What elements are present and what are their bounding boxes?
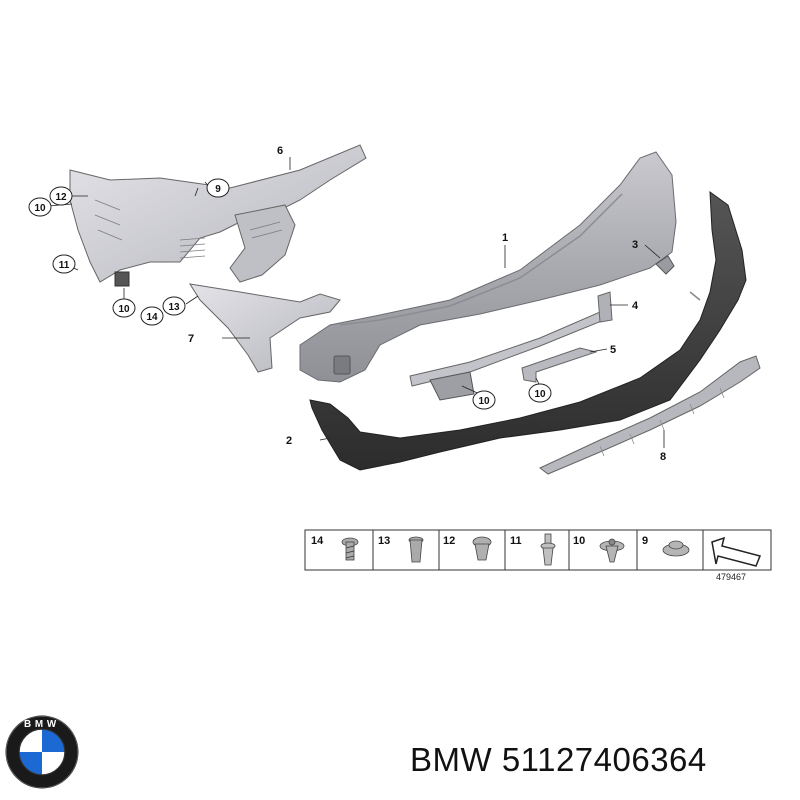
callout-1: 1 [502,232,508,244]
callout-11: 11 [59,260,70,271]
logo-text: BMW [24,719,60,730]
part-2-lower-cover [309,190,747,471]
part-3-cap [655,255,675,275]
legend-label-12: 12 [443,535,455,547]
callout-10d-circle [528,383,552,403]
callout-10b-circle [112,298,136,318]
callout-10c: 10 [478,396,490,407]
nut-9-icon [662,540,690,557]
callout-10a: 10 [34,203,46,214]
part-6-carrier [69,144,367,287]
part-7-side-bracket [188,283,341,373]
nut-13-icon [408,536,424,563]
brand-name: BMW [410,741,493,778]
callout-10d: 10 [534,389,546,400]
legend-label-11: 11 [510,535,522,547]
callout-12-circle [49,186,73,206]
clip-10-icon [599,538,625,563]
callout-3: 3 [632,239,638,251]
part-1-bumper-cover [299,151,677,383]
callout-5: 5 [610,344,616,356]
legend-label-14: 14 [311,535,324,547]
callout-11-circle [52,254,76,274]
callout-13: 13 [168,302,180,313]
callout-14: 14 [146,312,158,323]
diagram-id: 479467 [716,572,746,582]
legend-label-13: 13 [378,535,390,547]
part-4-5-rails [409,291,613,401]
legend-label-9: 9 [642,535,648,547]
callout-9-circle [206,178,230,198]
rivet-11-icon [540,533,556,566]
callout-9: 9 [215,184,221,195]
nut-12-icon [472,536,492,561]
callout-6: 6 [277,145,283,157]
callout-10a-circle [28,197,52,217]
legend-label-10: 10 [573,535,585,547]
screw-14-icon [341,537,359,561]
callout-14-circle [140,306,164,326]
callout-13-circle [162,296,186,316]
fastener-legend: 14 13 12 11 10 9 [304,529,772,582]
callout-2: 2 [286,435,292,447]
callout-numbers: 1 2 3 4 5 6 7 8 [188,145,666,463]
callout-10b: 10 [118,304,130,315]
callout-12: 12 [55,192,67,203]
bmw-logo: BMW [5,715,79,789]
callout-10c-circle [472,390,496,410]
part-8-trim-strip [539,355,761,475]
circled-callouts [28,178,552,410]
callout-4: 4 [632,300,639,312]
part-number: 51127406364 [501,741,707,778]
direction-arrow-icon [711,536,762,567]
circled-callout-labels: 9 10 12 11 10 13 14 10 10 [34,184,546,407]
part-caption: BMW 51127406364 [410,741,707,779]
callout-7: 7 [188,333,194,345]
callout-8: 8 [660,451,666,463]
